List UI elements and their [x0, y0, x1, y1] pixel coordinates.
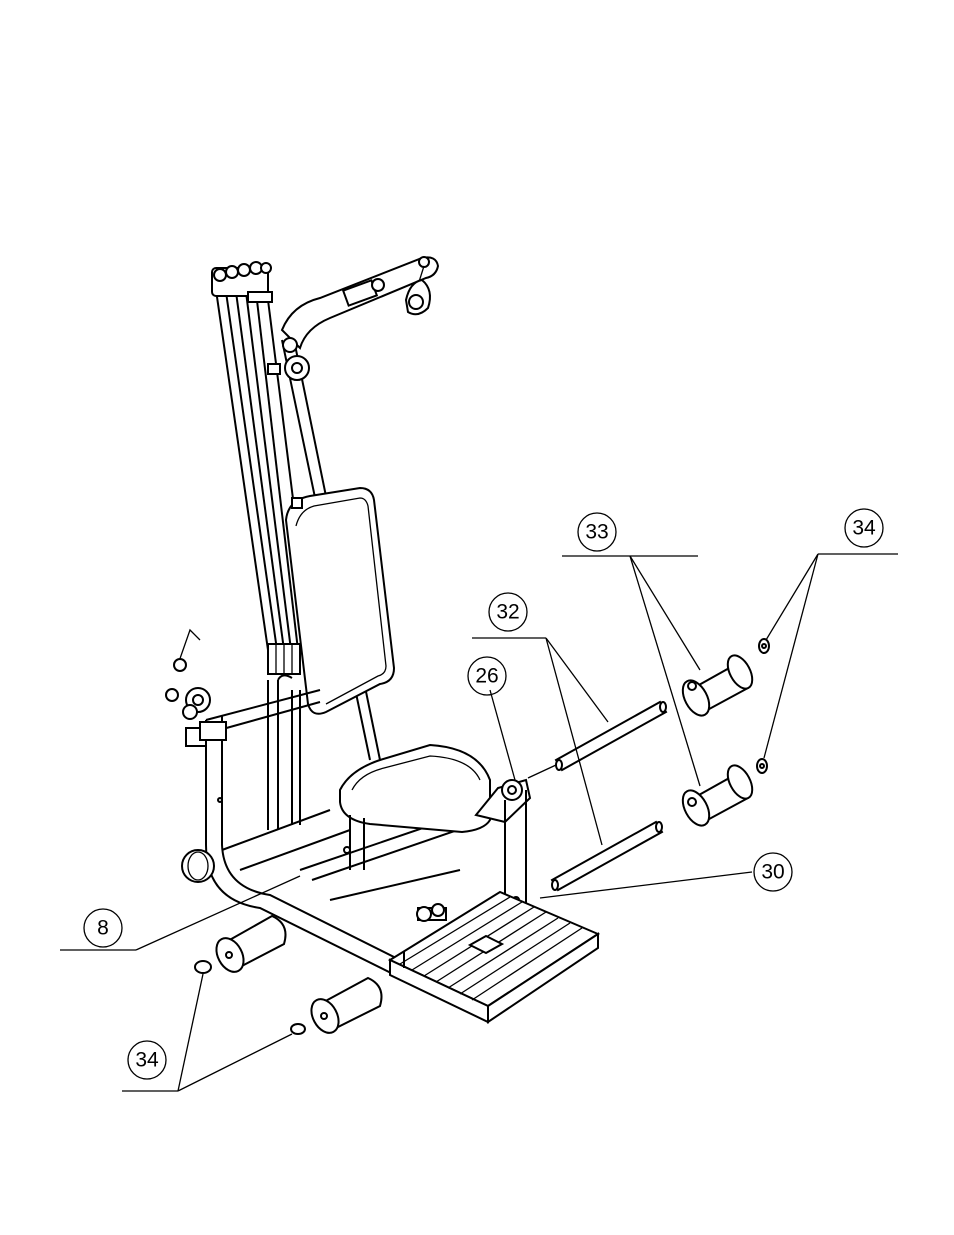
- callout-26: 26: [468, 657, 506, 695]
- end-caps-34-left: [195, 961, 305, 1034]
- callout-34-top: 34: [845, 509, 883, 547]
- back-pad: [286, 488, 394, 714]
- end-caps-34-right: [757, 639, 769, 773]
- foam-pad-8-lower: [306, 978, 382, 1038]
- overhead-arm: [268, 257, 438, 380]
- rod-32-lower: [552, 822, 662, 890]
- foam-pad-33-upper: [677, 651, 757, 720]
- selector-block: [268, 644, 300, 674]
- left-handle-assembly: [166, 630, 226, 746]
- callout-34-bottom-text: 34: [135, 1049, 159, 1072]
- callout-33: 33: [578, 513, 616, 551]
- foot-plate: [390, 892, 598, 1022]
- foam-pad-8-upper: [211, 916, 286, 977]
- callout-33-text: 33: [585, 521, 608, 544]
- callout-8: 8: [84, 909, 122, 947]
- seat: [340, 745, 490, 870]
- callout-32-text: 32: [496, 601, 519, 624]
- callout-34-top-text: 34: [852, 517, 876, 540]
- callout-30-text: 30: [761, 861, 784, 884]
- callout-8-text: 8: [97, 917, 109, 940]
- top-pulley-cluster: [212, 262, 272, 302]
- callout-32: 32: [489, 593, 527, 631]
- callout-26-text: 26: [475, 665, 498, 688]
- foam-pad-33-lower: [677, 761, 757, 830]
- rod-32-upper: [528, 702, 666, 778]
- callout-30: 30: [754, 853, 792, 891]
- callout-34-bottom: 34: [128, 1041, 166, 1079]
